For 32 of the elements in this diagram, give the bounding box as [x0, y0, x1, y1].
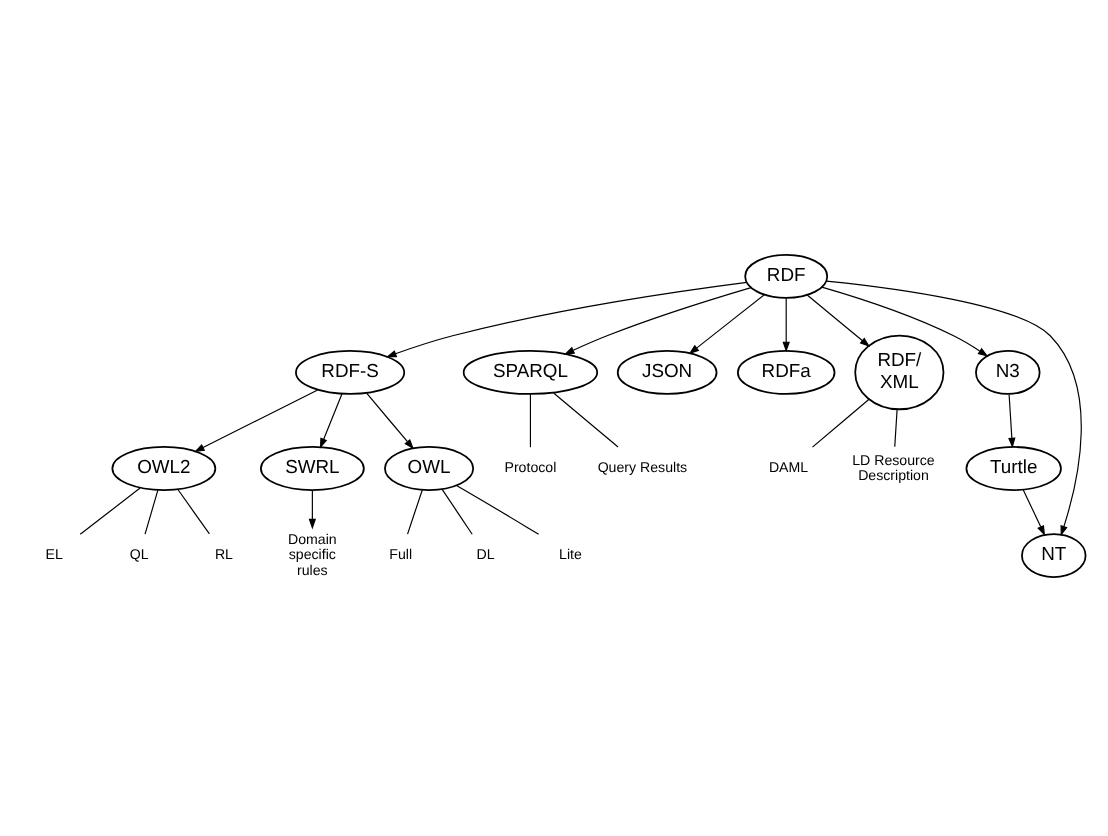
- node-ellipse: RDFa: [736, 349, 836, 394]
- arrow: [821, 285, 989, 356]
- connector: [144, 488, 159, 534]
- arrow: [385, 280, 748, 357]
- connector: [177, 488, 210, 534]
- connector: [406, 488, 423, 534]
- arrow: [563, 286, 752, 354]
- connector: [811, 397, 870, 447]
- connector: [553, 391, 619, 447]
- arrow: [1008, 392, 1016, 448]
- node-ellipse: N3: [975, 349, 1041, 394]
- arrow: [194, 388, 319, 452]
- connector: [455, 483, 540, 534]
- connector: [441, 487, 473, 534]
- node-ellipse: NT: [1021, 532, 1087, 577]
- arrow: [806, 293, 871, 347]
- arrow: [688, 293, 765, 354]
- arrow: [308, 488, 317, 529]
- connector: [529, 392, 531, 447]
- node-ellipse: SPARQL: [462, 349, 599, 394]
- arrow: [1022, 488, 1046, 536]
- arrow: [782, 296, 790, 352]
- node-ellipse: SWRL: [260, 445, 365, 490]
- arrow: [366, 391, 415, 449]
- node-ellipse: Turtle: [965, 445, 1062, 490]
- node-ellipse: RDF: [744, 252, 829, 298]
- node-ellipse: OWL: [384, 445, 475, 490]
- connector: [894, 408, 898, 447]
- arrow: [825, 279, 1082, 536]
- arrow: [319, 392, 343, 448]
- connector: [79, 486, 141, 534]
- node-ellipse: JSON: [616, 349, 718, 394]
